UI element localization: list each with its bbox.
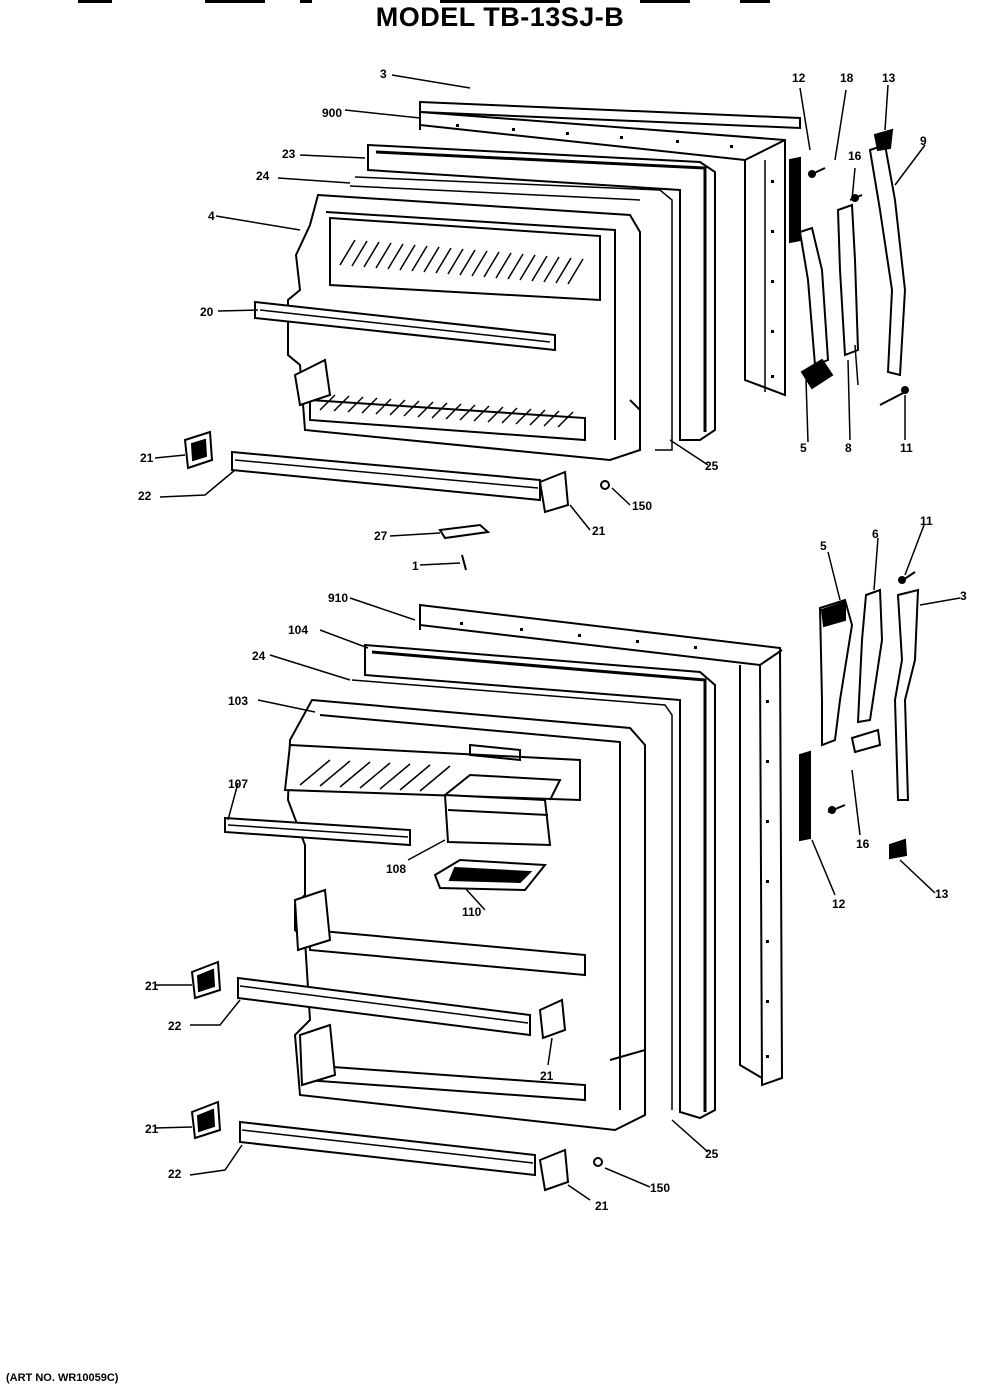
label-11: 11 [920, 514, 933, 528]
freezer-screw-11 [879, 391, 906, 406]
freezer-breaker-strip [349, 176, 673, 451]
label-13: 13 [935, 887, 949, 901]
label-22: 22 [138, 489, 152, 503]
label-21: 21 [140, 451, 154, 465]
label-24: 24 [252, 649, 266, 663]
cropped-header-fragment [300, 0, 312, 3]
label-21: 21 [145, 1122, 159, 1136]
freezer-bottom-rail [231, 450, 541, 502]
label-900: 900 [322, 106, 342, 120]
label-24: 24 [256, 169, 270, 183]
label-8: 8 [845, 441, 852, 455]
label-150: 150 [632, 499, 652, 513]
label-18: 18 [840, 71, 854, 85]
cropped-header-fragment [640, 0, 690, 3]
label-21: 21 [540, 1069, 554, 1083]
freezer-handle-trim-9 [868, 143, 907, 377]
label-22: 22 [168, 1167, 182, 1181]
label-107: 107 [228, 777, 248, 791]
label-108: 108 [386, 862, 406, 876]
cropped-header-fragment [205, 0, 265, 3]
label-3: 3 [960, 589, 967, 603]
label-21: 21 [145, 979, 159, 993]
fresh-food-outer-door-panel [419, 603, 784, 1087]
fresh-food-bottom-rail [239, 1120, 536, 1177]
fresh-food-bottom-cap-right [538, 1148, 570, 1192]
label-22: 22 [168, 1019, 182, 1033]
fresh-food-hinge-shim-12 [799, 750, 811, 842]
label-25: 25 [705, 1147, 719, 1161]
cropped-header-fragment [78, 0, 112, 3]
label-20: 20 [200, 305, 214, 319]
model-title: MODEL TB-13SJ-B [375, 2, 625, 32]
freezer-shelf-bar [254, 300, 556, 352]
label-21: 21 [592, 524, 606, 538]
label-12: 12 [792, 71, 806, 85]
fresh-food-plug-13 [889, 838, 908, 860]
fresh-food-handle-trim-3 [893, 588, 920, 801]
fresh-food-breaker-strip [351, 679, 673, 1110]
freezer-part-labels: 3 900 12 18 13 9 23 24 16 4 20 5 8 11 21… [138, 67, 927, 573]
fresh-food-bottom-cap-left [190, 1100, 222, 1140]
label-910: 910 [328, 591, 348, 605]
fresh-food-shelf-bar [224, 816, 411, 847]
fresh-food-middle-cap-left [190, 960, 222, 1000]
label-16: 16 [848, 149, 862, 163]
freezer-plug-13 [873, 128, 894, 152]
cropped-header-fragment [740, 0, 770, 3]
label-25: 25 [705, 459, 719, 473]
label-110: 110 [462, 905, 482, 919]
label-5: 5 [800, 441, 807, 455]
label-21: 21 [595, 1199, 609, 1213]
label-12: 12 [832, 897, 846, 911]
freezer-screw-150 [600, 480, 610, 490]
freezer-rail-end-cap-left [183, 430, 214, 470]
label-11: 11 [900, 441, 913, 455]
cropped-header-fragment [440, 0, 560, 3]
freezer-rail-end-cap-right [538, 470, 570, 514]
fresh-food-door-assembly [190, 571, 920, 1192]
label-6: 6 [872, 527, 879, 541]
label-23: 23 [282, 147, 296, 161]
label-103: 103 [228, 694, 248, 708]
freezer-clip-27 [438, 523, 491, 571]
fresh-food-leader-lines [154, 524, 961, 1201]
fresh-food-tray-110 [433, 858, 547, 892]
fresh-food-middle-rail [237, 976, 531, 1037]
freezer-handle-mount-8 [836, 203, 860, 357]
label-13: 13 [882, 71, 896, 85]
freezer-door-assembly [183, 100, 909, 571]
fresh-food-handle-mount-6 [850, 588, 884, 754]
freezer-leader-lines [154, 74, 926, 566]
freezer-door-gasket [367, 143, 716, 441]
fresh-food-part-labels: 5 6 11 3 910 104 24 103 107 108 16 12 13… [145, 514, 967, 1213]
fresh-food-middle-cap-right [538, 998, 567, 1040]
label-16: 16 [856, 837, 870, 851]
fresh-food-handle-5 [818, 598, 854, 747]
fresh-food-screw-150 [593, 1157, 603, 1167]
label-27: 27 [374, 529, 388, 543]
label-5: 5 [820, 539, 827, 553]
freezer-hinge-shim-12 [789, 156, 801, 244]
art-number: (ART NO. WR10059C) [6, 1372, 119, 1384]
label-3: 3 [380, 67, 387, 81]
label-104: 104 [288, 623, 308, 637]
freezer-outer-door-panel [419, 100, 801, 397]
label-4: 4 [208, 209, 215, 223]
freezer-handle-5 [798, 226, 834, 390]
fresh-food-door-gasket [364, 643, 716, 1120]
label-150: 150 [650, 1181, 670, 1195]
label-9: 9 [920, 134, 927, 148]
label-1: 1 [412, 559, 419, 573]
